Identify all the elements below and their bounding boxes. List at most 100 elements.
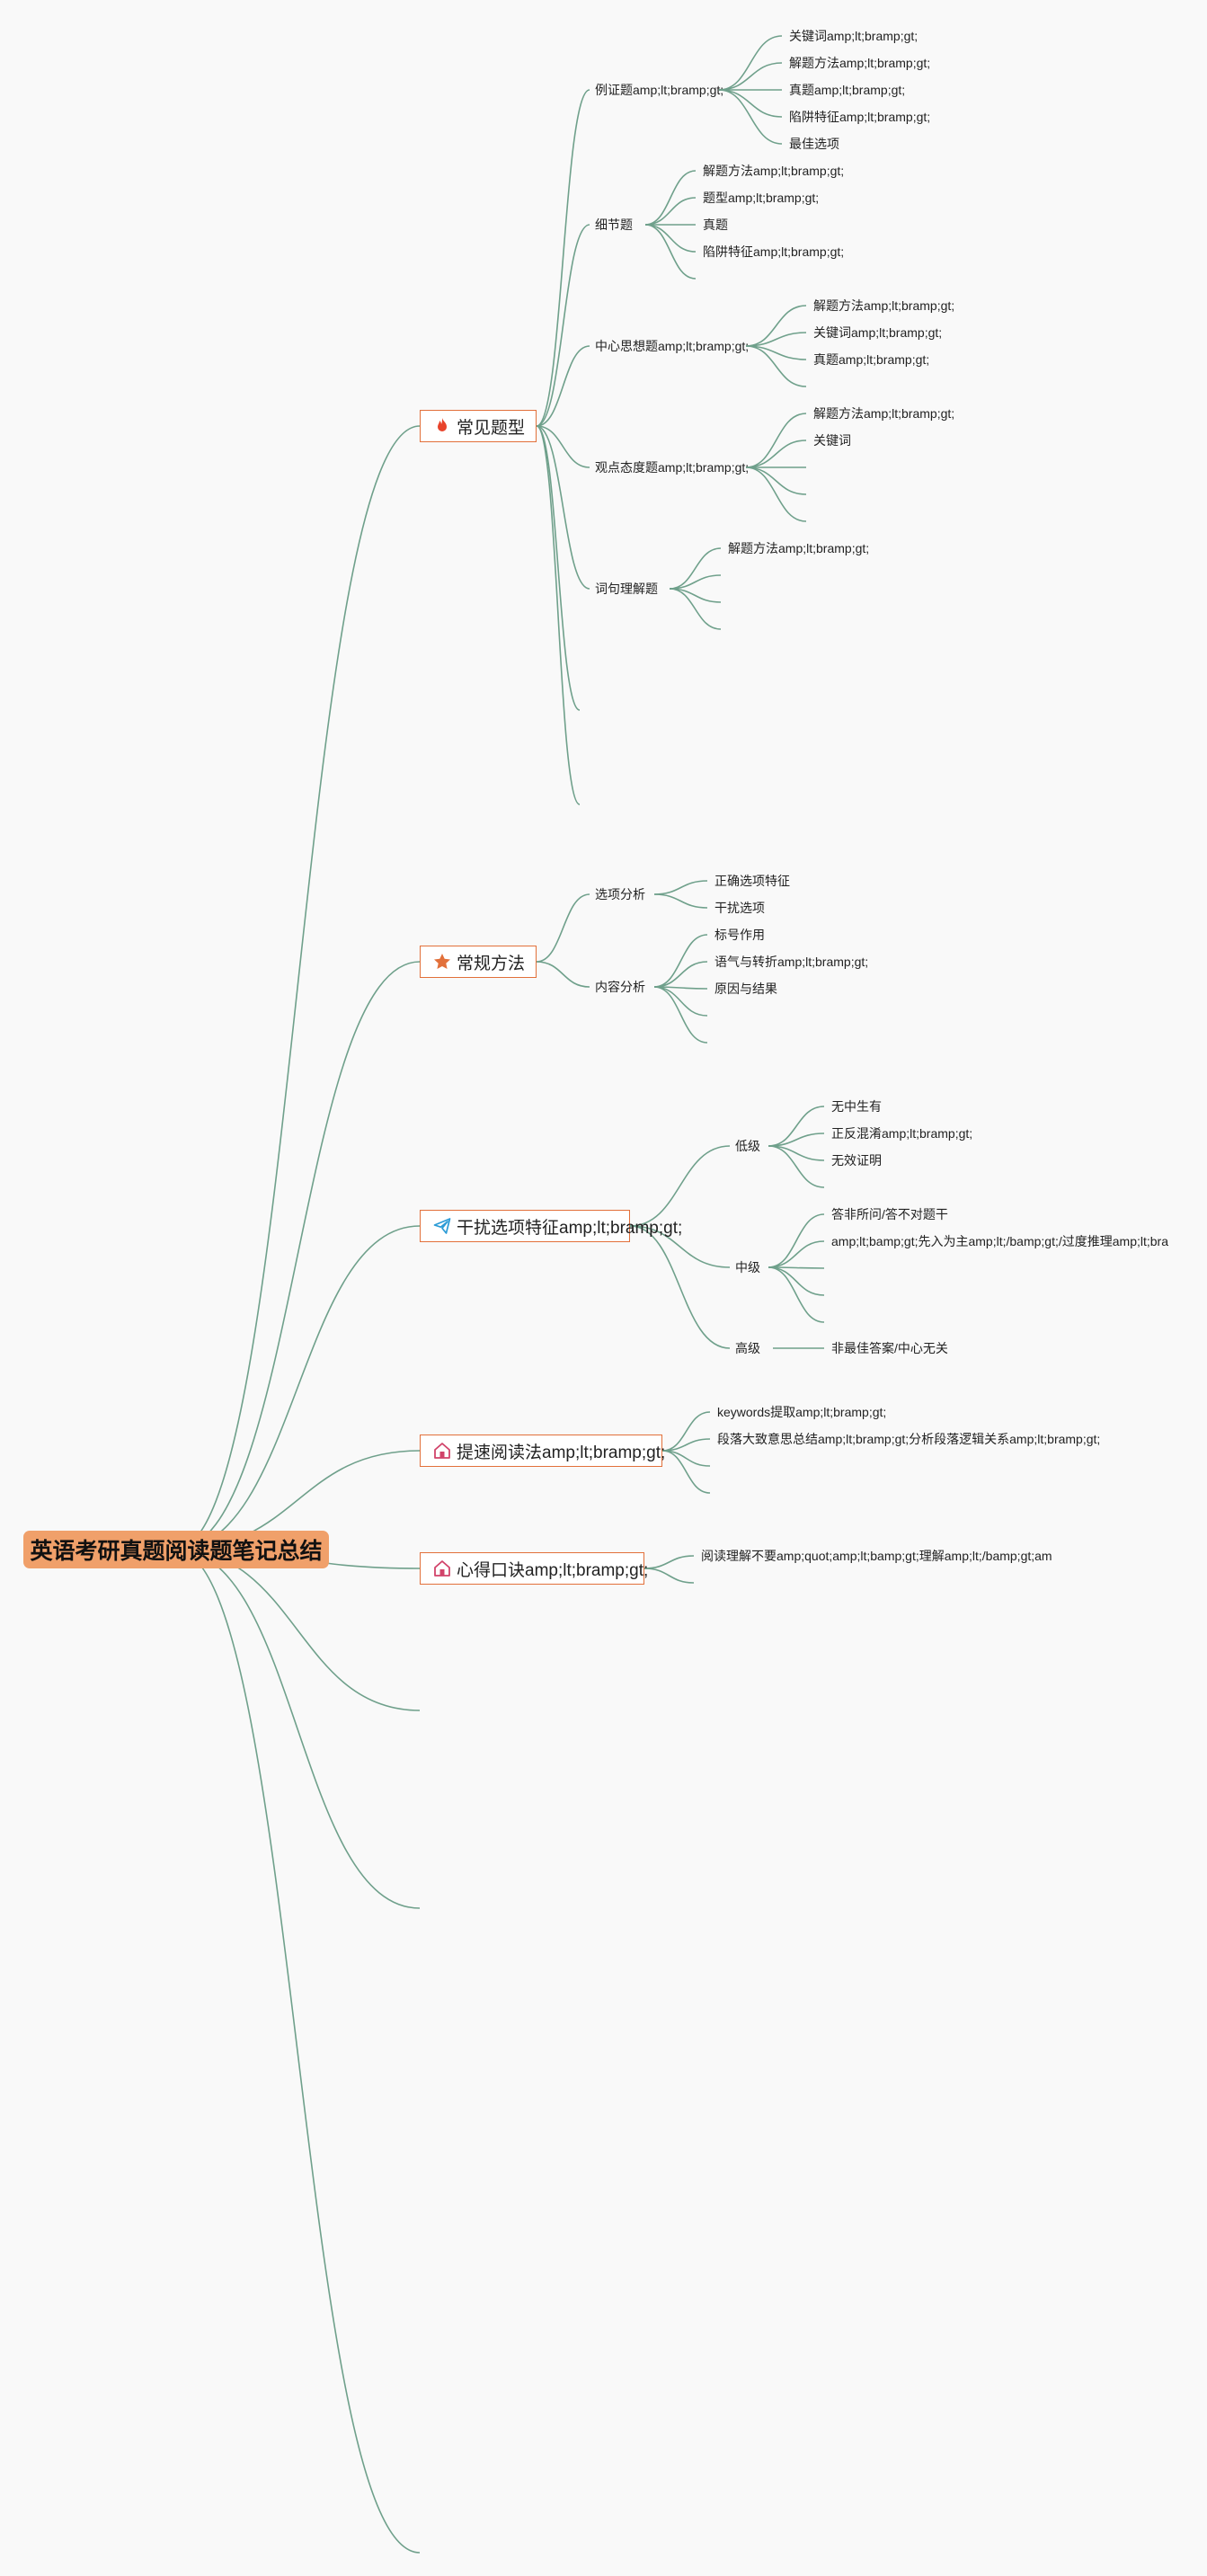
subtopic-1-2[interactable]: 细节题 — [595, 218, 633, 232]
leaf-2-1-2[interactable]: 干扰选项 — [714, 901, 765, 915]
leaf-2-2-2[interactable]: 语气与转折amp;lt;bramp;gt; — [714, 955, 869, 969]
branch-connector — [536, 89, 590, 427]
root-connector — [174, 1549, 421, 2554]
leaf-1-1-4[interactable]: 陷阱特征amp;lt;bramp;gt; — [789, 110, 931, 124]
leaf-2-2-3[interactable]: 原因与结果 — [714, 982, 777, 996]
branch-node-2[interactable]: 常规方法 — [420, 946, 537, 978]
branch-connector — [536, 893, 590, 963]
root-node[interactable]: 英语考研真题阅读题笔记总结 — [23, 1531, 329, 1568]
leaf-3-3-1[interactable]: 非最佳答案/中心无关 — [831, 1341, 948, 1355]
leaf-1-2-4[interactable]: 陷阱特征amp;lt;bramp;gt; — [703, 244, 845, 259]
leaf-connector — [745, 466, 807, 522]
leaf-connector — [653, 934, 708, 988]
leaf-4-2[interactable]: 段落大致意思总结amp;lt;bramp;gt;分析段落逻辑关系amp;lt;b… — [717, 1432, 1101, 1446]
leaf-connector — [768, 1213, 825, 1268]
branch-label: 心得口诀amp;lt;bramp;gt; — [457, 1560, 649, 1580]
leaf-5-1[interactable]: 阅读理解不要amp;quot;amp;lt;bamp;gt;理解amp;lt;/… — [701, 1549, 1052, 1563]
leaf-1-1-1[interactable]: 关键词amp;lt;bramp;gt; — [789, 29, 919, 43]
subtopic-1-4[interactable]: 观点态度题amp;lt;bramp;gt; — [595, 460, 750, 475]
leaf-3-1-1[interactable]: 无中生有 — [831, 1099, 882, 1114]
leaf-2-1-1[interactable]: 正确选项特征 — [714, 874, 790, 888]
leaf-1-3-2[interactable]: 关键词amp;lt;bramp;gt; — [813, 325, 943, 340]
leaf-connector — [718, 89, 783, 145]
subtopic-3-3[interactable]: 高级 — [735, 1341, 760, 1355]
branch-connector — [536, 345, 590, 427]
branch-connector — [536, 961, 590, 988]
leaf-3-1-2[interactable]: 正反混淆amp;lt;bramp;gt; — [831, 1126, 973, 1141]
branch-label: 常见题型 — [457, 418, 526, 438]
branch-connector — [629, 1225, 731, 1349]
leaf-connector — [653, 961, 708, 988]
leaf-3-1-3[interactable]: 无效证明 — [831, 1153, 882, 1168]
leaf-connector — [745, 413, 807, 468]
branch-connector — [629, 1145, 731, 1227]
branch-node-1[interactable]: 常见题型 — [420, 410, 537, 442]
subtopic-3-1[interactable]: 低级 — [735, 1139, 760, 1153]
leaf-1-1-5[interactable]: 最佳选项 — [789, 137, 839, 151]
flame-icon — [433, 417, 457, 435]
leaf-4-1[interactable]: keywords提取amp;lt;bramp;gt; — [717, 1405, 887, 1419]
leaf-connector — [653, 880, 708, 895]
subtopic-1-5[interactable]: 词句理解题 — [595, 582, 658, 596]
leaf-1-2-3[interactable]: 真题 — [703, 218, 728, 232]
branch-node-4[interactable]: 提速阅读法amp;lt;bramp;gt; — [420, 1435, 666, 1467]
star-icon — [433, 953, 457, 971]
leaf-connector — [768, 1106, 825, 1147]
leaf-1-3-3[interactable]: 真题amp;lt;bramp;gt; — [813, 352, 930, 367]
leaf-connector — [644, 224, 697, 253]
branch-connector — [536, 224, 590, 427]
leaf-1-1-3[interactable]: 真题amp;lt;bramp;gt; — [789, 83, 906, 97]
branch-connector — [536, 425, 581, 805]
subtopic-2-2[interactable]: 内容分析 — [595, 980, 645, 994]
leaf-connector — [718, 35, 783, 91]
leaf-3-2-2[interactable]: amp;lt;bamp;gt;先入为主amp;lt;/bamp;gt;/过度推理… — [831, 1234, 1169, 1248]
branch-connector — [536, 425, 590, 468]
branch-node-5[interactable]: 心得口诀amp;lt;bramp;gt; — [420, 1552, 648, 1585]
leaf-connector — [661, 1450, 711, 1494]
leaf-1-2-2[interactable]: 题型amp;lt;bramp;gt; — [703, 191, 820, 205]
leaf-connector — [745, 305, 807, 347]
leaf-connector — [718, 89, 783, 118]
leaf-connector — [669, 547, 722, 590]
leaf-connector — [745, 332, 807, 347]
root-connector — [174, 1549, 421, 1711]
branch-connector — [536, 425, 581, 711]
leaf-connector — [643, 1555, 695, 1569]
leaf-1-5-1[interactable]: 解题方法amp;lt;bramp;gt; — [728, 541, 870, 555]
subtopic-3-2[interactable]: 中级 — [735, 1260, 760, 1275]
branch-connector — [536, 425, 590, 590]
leaf-connector — [768, 1240, 825, 1268]
leaf-connector — [644, 197, 697, 226]
leaf-connector — [745, 345, 807, 360]
subtopic-1-1[interactable]: 例证题amp;lt;bramp;gt; — [595, 83, 724, 97]
subtopic-2-1[interactable]: 选项分析 — [595, 887, 645, 902]
leaf-connector — [653, 986, 708, 1044]
leaf-1-4-2[interactable]: 关键词 — [813, 433, 851, 448]
branch-label: 常规方法 — [457, 954, 526, 973]
root-connector — [174, 425, 421, 1550]
leaf-1-2-1[interactable]: 解题方法amp;lt;bramp;gt; — [703, 164, 845, 178]
branch-connector — [629, 1225, 731, 1268]
subtopic-1-3[interactable]: 中心思想题amp;lt;bramp;gt; — [595, 339, 750, 353]
leaf-connector — [718, 62, 783, 91]
branch-node-3[interactable]: 干扰选项特征amp;lt;bramp;gt; — [420, 1210, 682, 1242]
leaf-connector — [661, 1450, 711, 1467]
root-connector — [174, 961, 421, 1550]
leaf-connector — [768, 1266, 825, 1323]
leaf-connector — [768, 1145, 825, 1188]
leaf-connector — [661, 1411, 711, 1452]
branch-label: 干扰选项特征amp;lt;bramp;gt; — [457, 1218, 683, 1238]
leaf-1-1-2[interactable]: 解题方法amp;lt;bramp;gt; — [789, 56, 931, 70]
leaf-1-3-1[interactable]: 解题方法amp;lt;bramp;gt; — [813, 298, 955, 313]
leaf-connector — [768, 1266, 825, 1296]
leaf-connector — [643, 1568, 695, 1584]
paper-plane-icon — [433, 1217, 457, 1235]
leaf-connector — [669, 588, 722, 630]
leaf-2-2-1[interactable]: 标号作用 — [714, 928, 765, 942]
root-connector — [174, 1549, 421, 1909]
leaf-3-2-1[interactable]: 答非所问/答不对题干 — [831, 1207, 948, 1221]
leaf-1-4-1[interactable]: 解题方法amp;lt;bramp;gt; — [813, 406, 955, 421]
branch-label: 提速阅读法amp;lt;bramp;gt; — [457, 1443, 666, 1462]
leaf-connector — [653, 893, 708, 909]
